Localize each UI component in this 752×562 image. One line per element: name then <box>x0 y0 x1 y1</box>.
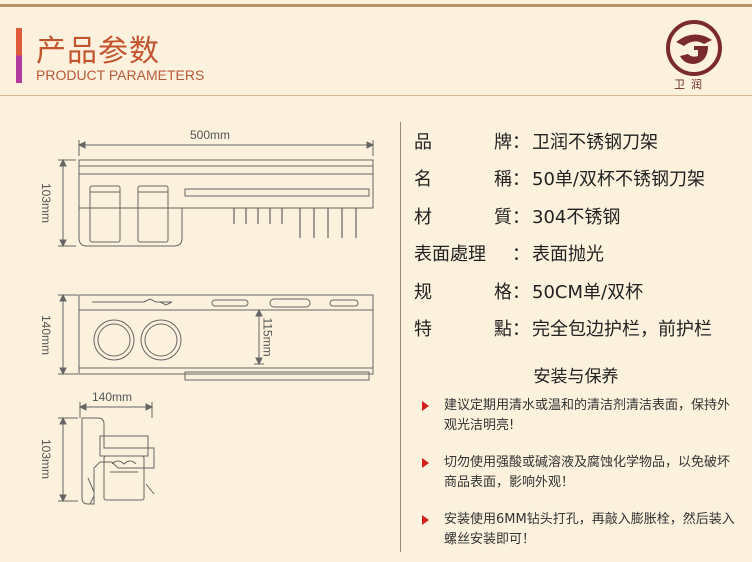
front-width-label: 500mm <box>190 128 231 142</box>
spec-row-material: 材質 ： 304不锈钢 <box>414 197 744 235</box>
product-drawing: 500mm 103mm 140mm 115mm 140mm 103mm <box>0 96 400 562</box>
spec-value: 50单/双杯不锈钢刀架 <box>532 169 705 191</box>
care-item: 切勿使用强酸或碱溶液及腐蚀化学物品，以免破坏商品表面，影响外观！ <box>420 453 740 493</box>
arrow-right-icon <box>422 401 429 411</box>
top-depth-label: 140mm <box>39 314 54 356</box>
brand-logo-icon <box>666 20 722 76</box>
brand-logo-text: 卫润 <box>674 78 708 91</box>
spec-row-brand: 品牌 ： 卫润不锈钢刀架 <box>414 122 744 160</box>
column-divider <box>400 122 401 552</box>
spec-row-name: 名稱 ： 50单/双杯不锈钢刀架 <box>414 160 744 198</box>
arrow-right-icon <box>422 515 429 525</box>
spec-value: 表面抛光 <box>532 244 604 266</box>
dimension-drawing <box>58 140 375 505</box>
header-divider <box>0 95 752 96</box>
spec-value: 304不锈钢 <box>532 206 621 228</box>
spec-label: 表面處理 <box>414 244 486 266</box>
spec-label: 材質 <box>414 206 512 228</box>
header: 产品参数 PRODUCT PARAMETERS 卫润 <box>0 0 752 95</box>
spec-label: 特點 <box>414 319 512 341</box>
spec-row-finish: 表面處理 ： 表面抛光 <box>414 235 744 273</box>
care-title: 安装与保养 <box>533 367 619 387</box>
spec-label: 品牌 <box>414 131 512 153</box>
spec-value: 卫润不锈钢刀架 <box>532 131 658 153</box>
care-item: 安装使用6MM钻头打孔，再敲入膨胀栓，然后装入螺丝安装即可！ <box>420 510 740 550</box>
spec-value: 50CM单/双杯 <box>532 281 644 303</box>
side-height-label: 103mm <box>39 438 54 480</box>
spec-label: 规格 <box>414 281 512 303</box>
spec-row-feature: 特點 ： 完全包边护栏，前护栏 <box>414 310 744 348</box>
spec-value: 完全包边护栏，前护栏 <box>532 319 712 341</box>
spec-label: 名稱 <box>414 169 512 191</box>
inner-depth-label: 115mm <box>260 317 275 357</box>
front-height-label: 103mm <box>39 182 54 224</box>
spec-list: 品牌 ： 卫润不锈钢刀架 名稱 ： 50单/双杯不锈钢刀架 材質 ： 304不锈… <box>414 122 744 347</box>
page-title: 产品参数 <box>36 34 160 69</box>
title-accent-bar <box>16 28 22 83</box>
side-width-label: 140mm <box>92 390 133 404</box>
page-subtitle: PRODUCT PARAMETERS <box>36 67 205 83</box>
top-border <box>0 4 752 7</box>
arrow-right-icon <box>422 458 429 468</box>
care-item: 建议定期用清水或温和的清洁剂清洁表面，保持外观光洁明亮! <box>420 396 740 436</box>
spec-row-size: 规格 ： 50CM单/双杯 <box>414 272 744 310</box>
care-list: 建议定期用清水或温和的清洁剂清洁表面，保持外观光洁明亮! 切勿使用强酸或碱溶液及… <box>420 396 740 562</box>
